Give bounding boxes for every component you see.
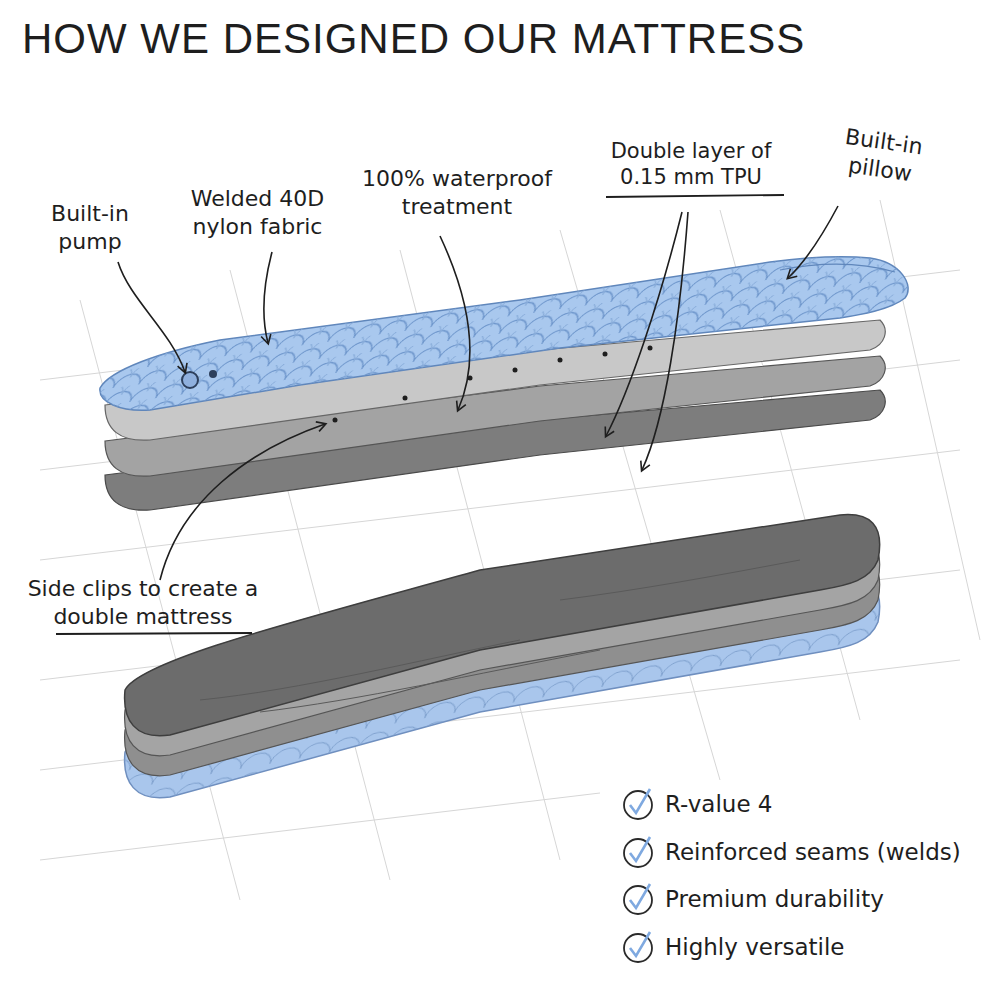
feature-item: Highly versatile [665, 933, 844, 962]
callout-label: Side clips to create a double mattress [12, 575, 274, 630]
callout-label: Double layer of 0.15 mm TPU [600, 138, 782, 191]
diagram-title: HOW WE DESIGNED OUR MATTRESS [22, 16, 805, 62]
callout-label: Built-in pump [30, 200, 150, 255]
lower-layers [125, 515, 880, 798]
background-grid [40, 200, 980, 900]
leader-lines [118, 206, 838, 580]
feature-item: R-value 4 [665, 790, 773, 819]
check-marks [624, 789, 652, 962]
pump-valve [182, 372, 198, 388]
text-underlines [56, 195, 784, 634]
feature-item: Premium durability [665, 885, 884, 914]
callout-label: 100% waterproof treatment [348, 165, 566, 220]
feature-item: Reinforced seams (welds) [665, 838, 961, 867]
callout-label: Welded 40D nylon fabric [175, 185, 340, 240]
upper-layers [100, 257, 908, 510]
side-clip-dots [333, 346, 653, 423]
callout-label: Built-in pillow [819, 120, 945, 191]
